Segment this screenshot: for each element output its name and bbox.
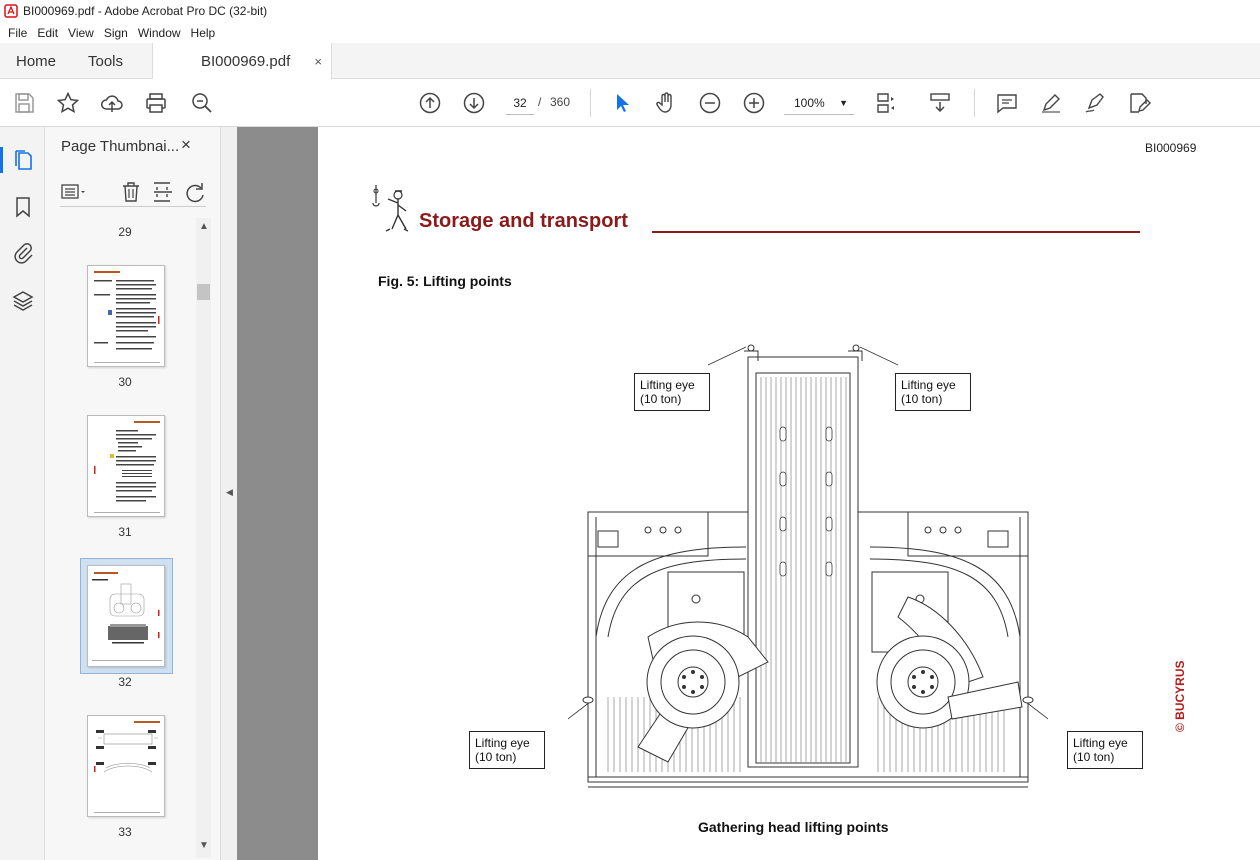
bookmark-icon[interactable] [11, 195, 35, 219]
left-navigation-rail [0, 127, 45, 860]
window-title: BI000969.pdf - Adobe Acrobat Pro DC (32-… [23, 4, 268, 18]
page-number-input[interactable] [506, 91, 534, 115]
lifting-eye-callout-bottom-left: Lifting eye (10 ton) [469, 731, 545, 769]
rotate-icon[interactable] [182, 179, 208, 205]
gathering-head-drawing [568, 344, 1048, 788]
document-code: BI000969 [1145, 141, 1197, 155]
menu-view[interactable]: View [68, 25, 94, 40]
thumbnail-number: 30 [118, 375, 132, 389]
attachment-icon[interactable] [11, 241, 35, 265]
callout-line: Lifting eye [1073, 736, 1128, 750]
zoom-level-value: 100% [794, 95, 825, 110]
scroll-up-icon[interactable]: ▲ [199, 221, 209, 232]
copyright-notice: © BUCYRUS [1173, 660, 1187, 732]
collapse-panel-icon[interactable]: ◀ [226, 487, 233, 497]
chapter-title: Storage and transport [419, 210, 628, 232]
tab-home[interactable]: Home [16, 52, 57, 70]
zoom-out-icon[interactable] [698, 91, 722, 115]
tab-document[interactable]: BI000969.pdf × [152, 43, 332, 80]
chevron-down-icon: ▼ [839, 98, 848, 108]
callout-line: Lifting eye [475, 736, 530, 750]
edit-pdf-icon[interactable] [1127, 91, 1151, 115]
thumbnail-number: 29 [118, 225, 132, 239]
page-thumbnails-panel: Page Thumbnai... × 29 [45, 127, 220, 860]
callout-line: Lifting eye [901, 378, 956, 392]
cloud-upload-icon[interactable] [100, 91, 124, 115]
title-bar: BI000969.pdf - Adobe Acrobat Pro DC (32-… [0, 0, 1260, 22]
lifting-worker-icon [372, 185, 409, 232]
thumbnail-scrollbar[interactable]: ▲ ▼ [196, 218, 211, 858]
hand-tool-icon[interactable] [654, 91, 678, 115]
layers-icon[interactable] [11, 289, 35, 313]
callout-line: Lifting eye [640, 378, 695, 392]
page-total: 360 [550, 95, 571, 109]
scroll-down-icon[interactable]: ▼ [199, 840, 209, 851]
callout-line: (10 ton) [901, 392, 943, 406]
close-panel-icon[interactable]: × [181, 135, 191, 154]
toolbar-divider [590, 89, 591, 117]
menu-bar: File Edit View Sign Window Help [0, 22, 1260, 43]
thumbnail-page-32[interactable] [87, 565, 165, 667]
zoom-in-icon[interactable] [742, 91, 766, 115]
menu-sign[interactable]: Sign [103, 25, 128, 40]
thumbnail-content [94, 271, 160, 363]
document-view: BI000969 Storage and transport Fig. 5: L… [237, 127, 1260, 860]
comment-icon[interactable] [995, 91, 1019, 115]
page-thumbnails-icon[interactable] [11, 148, 35, 172]
thumbnail-page-33[interactable] [87, 715, 165, 817]
callout-line: (10 ton) [475, 750, 517, 764]
delete-icon[interactable] [118, 179, 144, 205]
scroll-mode-icon[interactable] [928, 91, 952, 115]
panel-splitter[interactable]: ◀ [220, 127, 237, 860]
panel-toolbar [60, 179, 206, 207]
thumbnail-number: 32 [118, 675, 132, 689]
previous-page-icon[interactable] [418, 91, 442, 115]
thumbnail-page-30[interactable] [87, 265, 165, 367]
extract-pages-icon[interactable] [150, 179, 176, 205]
select-cursor-icon[interactable] [610, 91, 634, 115]
page-fit-icon[interactable] [874, 91, 898, 115]
figure-caption: Fig. 5: Lifting points [378, 273, 512, 289]
star-icon[interactable] [56, 91, 80, 115]
chapter-rule [652, 231, 1140, 233]
draw-signature-icon[interactable] [1083, 91, 1107, 115]
callout-line: (10 ton) [1073, 750, 1115, 764]
tab-document-label: BI000969.pdf [201, 53, 291, 70]
lifting-eye-callout-top-right: Lifting eye (10 ton) [895, 373, 971, 411]
save-icon[interactable] [12, 91, 36, 115]
thumbnail-content [94, 421, 160, 513]
lifting-eye-callout-top-left: Lifting eye (10 ton) [634, 373, 710, 411]
menu-help[interactable]: Help [190, 25, 216, 40]
panel-title: Page Thumbnai... [61, 138, 180, 155]
thumbnail-options-icon[interactable] [60, 179, 86, 205]
highlight-pen-icon[interactable] [1039, 91, 1063, 115]
active-indicator [0, 147, 3, 173]
search-icon[interactable] [190, 91, 214, 115]
menu-file[interactable]: File [8, 25, 28, 40]
thumbnail-number: 33 [118, 825, 132, 839]
thumbnail-page-31[interactable] [87, 415, 165, 517]
lifting-eye-callout-bottom-right: Lifting eye (10 ton) [1067, 731, 1143, 769]
toolbar-divider [974, 89, 975, 117]
tab-close-icon[interactable]: × [314, 54, 322, 69]
pdf-page: BI000969 Storage and transport Fig. 5: L… [318, 127, 1260, 860]
zoom-level-dropdown[interactable]: 100% ▼ [784, 91, 854, 115]
print-icon[interactable] [144, 91, 168, 115]
page-separator: / [538, 95, 542, 109]
callout-line: (10 ton) [640, 392, 682, 406]
main-toolbar: / 360 100% ▼ [0, 79, 1260, 127]
thumbnail-number: 31 [118, 525, 132, 539]
scrollbar-thumb[interactable] [197, 284, 210, 300]
thumbnail-list: 29 30 [60, 217, 206, 860]
menu-window[interactable]: Window [137, 25, 181, 40]
acrobat-app-icon [4, 4, 18, 18]
thumbnail-content [92, 572, 162, 661]
thumbnail-content [94, 721, 160, 813]
tab-tools[interactable]: Tools [88, 52, 124, 70]
menu-edit[interactable]: Edit [37, 25, 59, 40]
drawing-caption: Gathering head lifting points [698, 819, 889, 835]
tab-bar: Home Tools BI000969.pdf × [0, 43, 1260, 80]
next-page-icon[interactable] [462, 91, 486, 115]
